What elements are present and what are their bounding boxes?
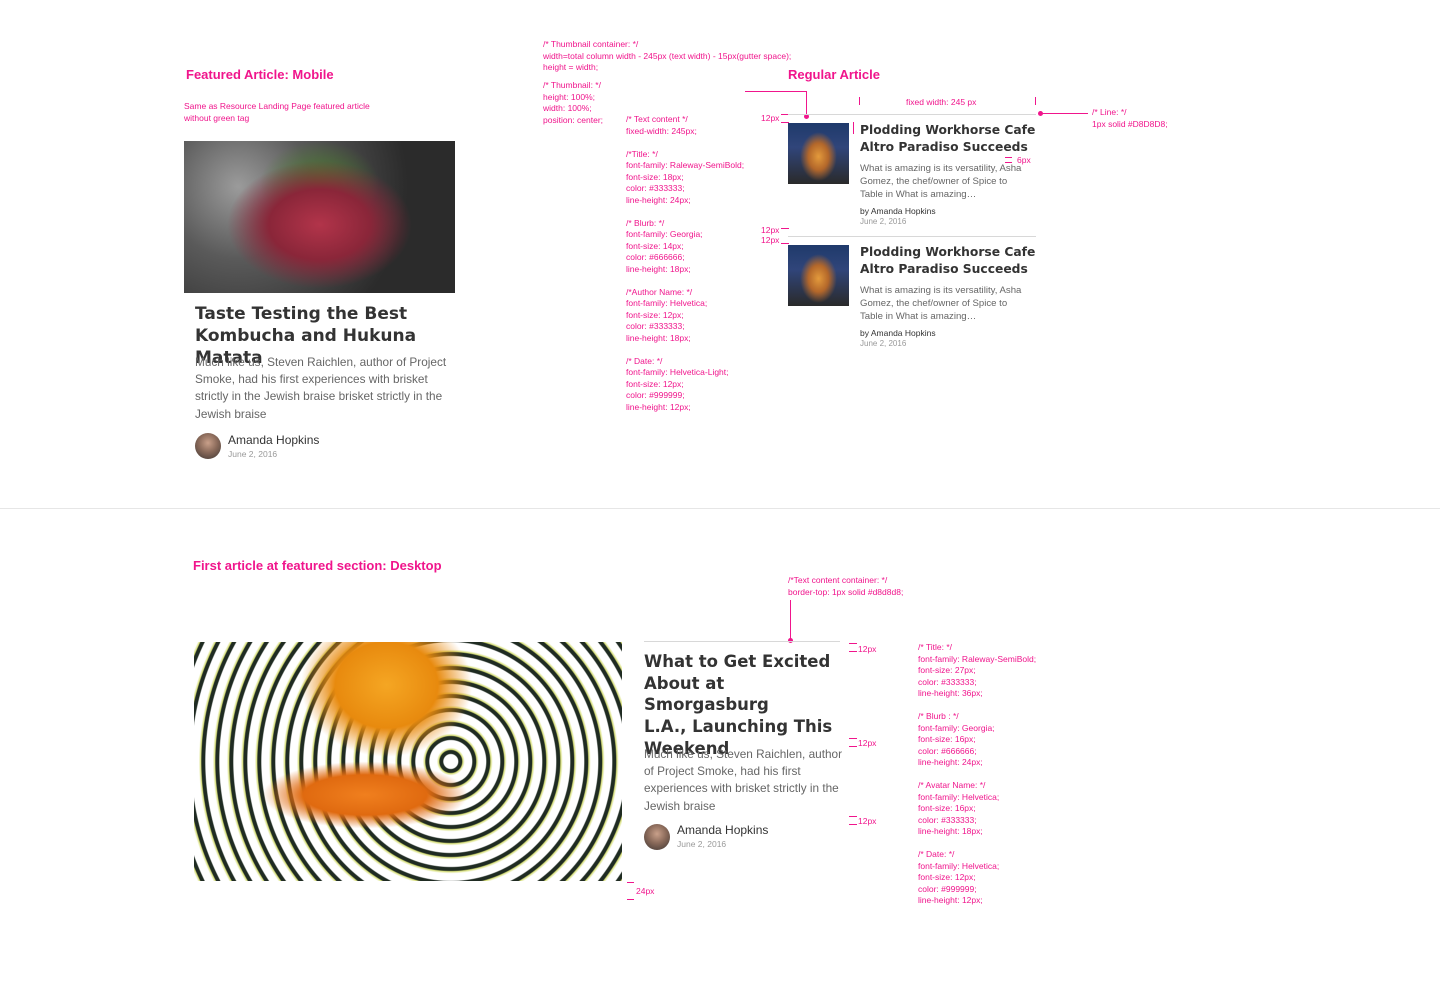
note-line: /* Line: */ 1px solid #D8D8D8; bbox=[1092, 107, 1168, 129]
article-date: June 2, 2016 bbox=[860, 217, 907, 226]
note-text-specs: /* Text content */ fixed-width: 245px; /… bbox=[626, 114, 745, 412]
dim-tick bbox=[849, 824, 857, 825]
pointer-dot bbox=[1038, 111, 1043, 116]
dim-24px: 24px bbox=[636, 886, 655, 896]
dim-tick bbox=[849, 746, 857, 747]
author-name[interactable]: Amanda Hopkins bbox=[228, 433, 320, 447]
dim-tick bbox=[781, 243, 789, 244]
dim-tick bbox=[1005, 162, 1012, 163]
title-line: What to Get Excited bbox=[644, 652, 831, 671]
dim-12px: 12px bbox=[761, 113, 780, 123]
featured-title-line: Taste Testing the Best bbox=[195, 304, 408, 324]
featured-title-line: Kombucha and Hukuna Matata bbox=[195, 326, 417, 368]
blurb-line: Table in What is amazing… bbox=[860, 189, 977, 200]
title-line: About at Smorgasburg bbox=[644, 673, 769, 715]
section-divider bbox=[0, 508, 1440, 509]
section-title-regular: Regular Article bbox=[788, 67, 880, 82]
blurb-line: Jewish braise bbox=[195, 406, 267, 421]
author-name[interactable]: Amanda Hopkins bbox=[677, 823, 769, 837]
dim-tick bbox=[781, 228, 789, 229]
blurb-line: Much like us, Steven Raichlen, author bbox=[644, 747, 843, 761]
dim-12px: 12px bbox=[761, 235, 780, 245]
regular-article-blurb: What is amazing is its versatility, Asha… bbox=[860, 284, 1040, 323]
dim-12px: 12px bbox=[858, 816, 877, 826]
blurb-line: experiences with brisket strictly in the bbox=[644, 781, 839, 796]
dim-tick bbox=[781, 122, 789, 123]
dim-12px: 12px bbox=[858, 644, 877, 654]
regular-article-title[interactable]: Plodding Workhorse Cafe Altro Paradiso S… bbox=[860, 122, 1040, 156]
dim-12px: 12px bbox=[858, 738, 877, 748]
regular-article-blurb: What is amazing is its versatility, Asha… bbox=[860, 162, 1040, 201]
title-line: L.A., Launching This bbox=[644, 717, 833, 737]
blurb-line: Gomez, the chef/owner of Spice to bbox=[860, 176, 1008, 187]
dim-tick bbox=[1005, 157, 1012, 158]
note-text-content-container: /*Text content container: */ border-top:… bbox=[788, 575, 904, 597]
dim-tick bbox=[849, 738, 857, 739]
article-date: June 2, 2016 bbox=[860, 339, 907, 348]
dim-tick bbox=[849, 643, 857, 644]
dim-tick bbox=[849, 651, 857, 652]
dim-12px: 12px bbox=[761, 225, 780, 235]
desktop-article-blurb: Much like us, Steven Raichlen, author of… bbox=[644, 746, 849, 815]
featured-article-blurb: Much like us, Steven Raichlen, author of… bbox=[195, 354, 465, 423]
pointer-line bbox=[1040, 113, 1088, 114]
desktop-article-image[interactable] bbox=[194, 642, 622, 881]
divider-line bbox=[788, 236, 1036, 237]
divider-line bbox=[644, 641, 840, 642]
pointer-dot bbox=[788, 638, 793, 643]
title-line: Altro Paradiso Succeeds bbox=[860, 140, 1028, 154]
dim-tick bbox=[627, 899, 634, 900]
section-title-featured-mobile: Featured Article: Mobile bbox=[186, 67, 334, 82]
divider-line bbox=[788, 114, 1036, 115]
title-line: Plodding Workhorse Cafe bbox=[860, 123, 1036, 137]
dim-tick bbox=[781, 114, 789, 115]
regular-article-thumbnail[interactable] bbox=[788, 245, 849, 306]
pointer-line bbox=[790, 600, 791, 640]
avatar[interactable] bbox=[644, 824, 670, 850]
dim-fixed-width: fixed width: 245 px bbox=[906, 97, 977, 107]
blurb-line: Table in What is amazing… bbox=[860, 311, 977, 322]
regular-article-thumbnail[interactable] bbox=[788, 123, 849, 184]
dim-tick bbox=[849, 816, 857, 817]
note-featured-mobile: Same as Resource Landing Page featured a… bbox=[184, 101, 370, 123]
title-line: Weekend bbox=[644, 738, 730, 758]
regular-article-title[interactable]: Plodding Workhorse Cafe Altro Paradiso S… bbox=[860, 244, 1040, 278]
featured-article-title[interactable]: Taste Testing the Best Kombucha and Huku… bbox=[195, 303, 465, 369]
blurb-line: strictly in the Jewish braise brisket st… bbox=[195, 389, 443, 404]
title-line: Altro Paradiso Succeeds bbox=[860, 262, 1028, 276]
blurb-line: of Project Smoke, had his first bbox=[644, 764, 801, 779]
pointer-line bbox=[806, 91, 807, 116]
article-date: June 2, 2016 bbox=[677, 839, 727, 849]
article-date: June 2, 2016 bbox=[228, 449, 278, 459]
note-thumbnail: /* Thumbnail: */ height: 100%; width: 10… bbox=[543, 80, 604, 125]
dim-tick bbox=[627, 882, 634, 883]
blurb-line: Jewish braise bbox=[644, 798, 716, 813]
blurb-line: Gomez, the chef/owner of Spice to bbox=[860, 298, 1008, 309]
blurb-line: What is amazing is its versatility, Asha bbox=[860, 285, 1022, 296]
dim-tick bbox=[853, 122, 854, 134]
featured-article-image[interactable] bbox=[184, 141, 455, 293]
dim-tick bbox=[859, 97, 860, 105]
blurb-line: Much like us, Steven Raichlen, author of… bbox=[195, 355, 447, 369]
title-line: Plodding Workhorse Cafe bbox=[860, 245, 1036, 259]
pointer-dot bbox=[804, 114, 809, 119]
blurb-line: Smoke, had his first experiences with br… bbox=[195, 372, 428, 387]
note-thumbnail-container: /* Thumbnail container: */ width=total c… bbox=[543, 39, 792, 72]
pointer-line bbox=[745, 91, 807, 92]
author-name[interactable]: by Amanda Hopkins bbox=[860, 328, 936, 338]
avatar[interactable] bbox=[195, 433, 221, 459]
author-name[interactable]: by Amanda Hopkins bbox=[860, 206, 936, 216]
section-title-first-desktop: First article at featured section: Deskt… bbox=[193, 558, 442, 573]
desktop-article-title[interactable]: What to Get Excited About at Smorgasburg… bbox=[644, 651, 844, 760]
note-desktop-specs: /* Title: */ font-family: Raleway-SemiBo… bbox=[918, 642, 1037, 905]
dim-tick bbox=[1035, 97, 1036, 105]
blurb-line: What is amazing is its versatility, Asha bbox=[860, 163, 1022, 174]
dim-6px: 6px bbox=[1017, 155, 1031, 165]
